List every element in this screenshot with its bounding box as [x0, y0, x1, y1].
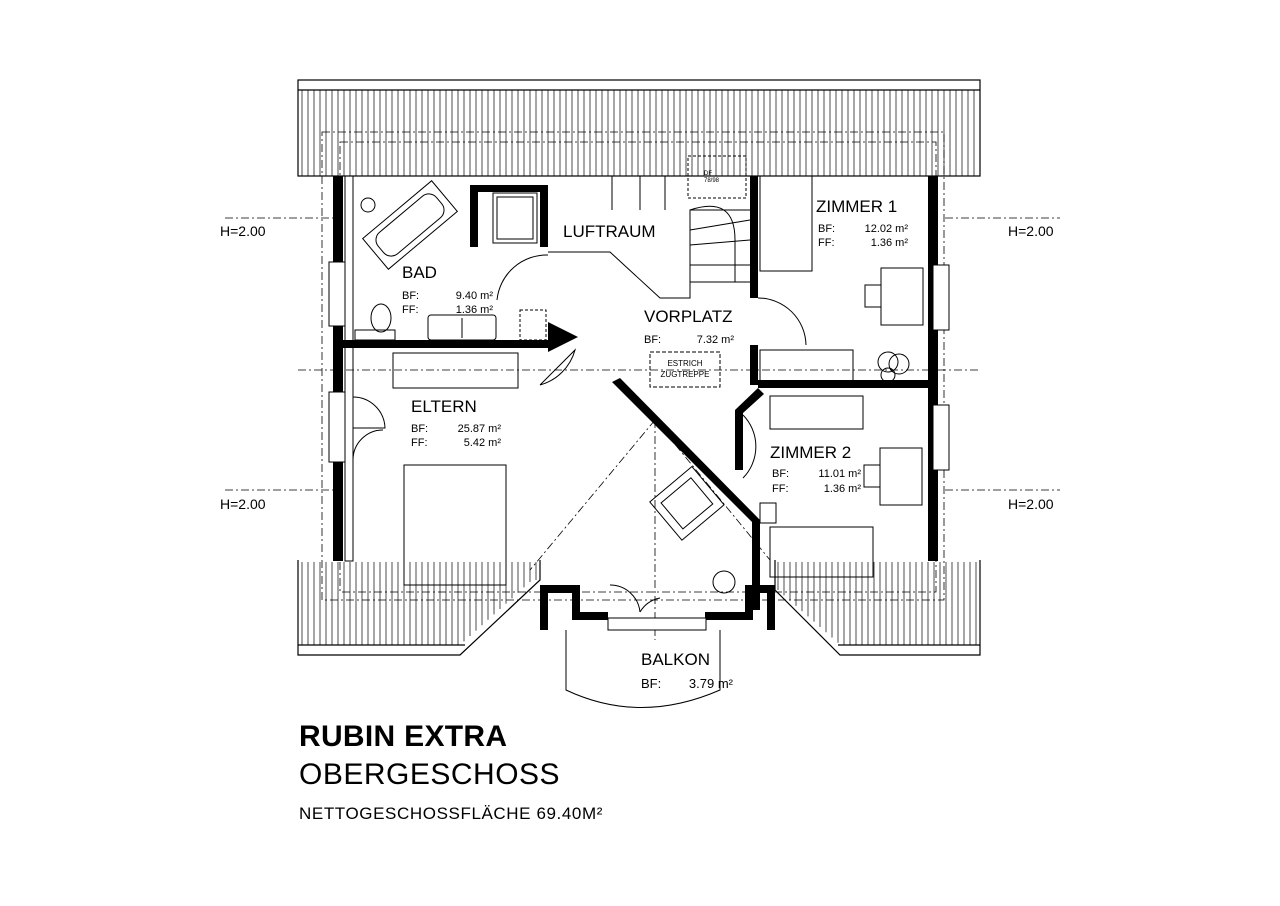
room-name-zimmer1: ZIMMER 1	[816, 197, 897, 216]
zimmer1-bf: 12.02 m²	[865, 223, 909, 235]
ff-label: FF:	[411, 437, 428, 449]
eltern-bf: 25.87 m²	[458, 423, 502, 435]
furniture	[352, 155, 924, 708]
bad-bf: 9.40 m²	[456, 290, 494, 302]
height-mark: H=2.00	[1008, 496, 1054, 512]
walls	[333, 175, 938, 630]
ff-label: FF:	[402, 304, 419, 316]
zugtreppe-label: ZUGTREPPE	[661, 370, 710, 379]
net-floor-area: NETTOGESCHOSSFLÄCHE 69.40M²	[299, 804, 604, 823]
bf-label: BF:	[772, 468, 789, 480]
eltern-ff: 5.42 m²	[464, 437, 502, 449]
window-label-size: 78/98	[704, 178, 720, 184]
balkon-bf: 3.79 m²	[689, 676, 734, 691]
room-name-vorplatz: VORPLATZ	[644, 307, 732, 326]
ff-label: FF:	[772, 483, 789, 495]
room-labels: BAD BF: 9.40 m² FF: 1.36 m² LUFTRAUM ZIM…	[220, 171, 1054, 691]
roof-outline	[297, 79, 981, 656]
bf-label: BF:	[411, 423, 428, 435]
windows	[328, 261, 950, 631]
plan-subtitle: OBERGESCHOSS	[299, 758, 561, 791]
bf-label: BF:	[818, 223, 835, 235]
bad-ff: 1.36 m²	[456, 304, 494, 316]
room-name-bad: BAD	[402, 263, 437, 282]
bf-label: BF:	[641, 676, 661, 691]
zimmer2-bf: 11.01 m²	[818, 468, 861, 480]
height-mark: H=2.00	[220, 223, 266, 239]
height-mark: H=2.00	[1008, 223, 1054, 239]
plan-title: RUBIN EXTRA	[299, 720, 508, 753]
room-name-balkon: BALKON	[641, 650, 710, 669]
height-mark: H=2.00	[220, 496, 266, 512]
zimmer2-ff: 1.36 m²	[824, 483, 862, 495]
room-name-zimmer2: ZIMMER 2	[770, 443, 851, 462]
bf-label: BF:	[402, 290, 419, 302]
roof-hatching	[301, 90, 977, 645]
ff-label: FF:	[818, 237, 835, 249]
bf-label: BF:	[644, 334, 661, 346]
zimmer1-ff: 1.36 m²	[871, 237, 909, 249]
vorplatz-bf: 7.32 m²	[697, 334, 735, 346]
room-name-eltern: ELTERN	[411, 397, 477, 416]
window-label-df: DF	[704, 171, 712, 177]
estrich-label: ESTRICH	[667, 359, 702, 368]
room-name-luftraum: LUFTRAUM	[563, 222, 656, 241]
